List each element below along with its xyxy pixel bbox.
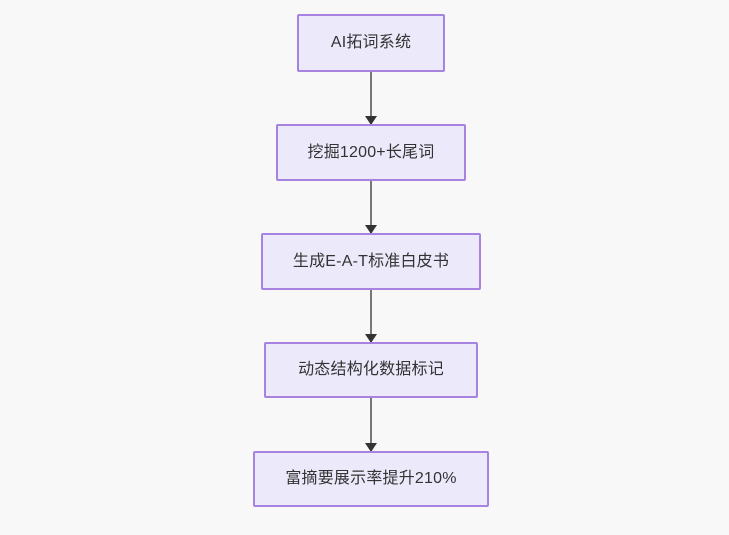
connector-line bbox=[370, 290, 372, 342]
connector-line bbox=[370, 398, 372, 451]
arrow-down-icon bbox=[365, 334, 377, 343]
flow-node[interactable]: 富摘要展示率提升210% bbox=[253, 451, 489, 507]
flow-node-label: 动态结构化数据标记 bbox=[298, 361, 444, 378]
arrow-down-icon bbox=[365, 225, 377, 234]
flow-node[interactable]: 挖掘1200+长尾词 bbox=[276, 124, 466, 181]
flow-node[interactable]: 生成E-A-T标准白皮书 bbox=[261, 233, 481, 290]
connector-line bbox=[370, 181, 372, 233]
flow-node-label: 富摘要展示率提升210% bbox=[285, 470, 457, 487]
connector-line bbox=[370, 72, 372, 124]
arrow-down-icon bbox=[365, 116, 377, 125]
flow-node[interactable]: 动态结构化数据标记 bbox=[264, 342, 478, 398]
flow-node-label: AI拓词系统 bbox=[330, 34, 412, 51]
flow-node[interactable]: AI拓词系统 bbox=[297, 14, 445, 72]
flow-node-label: 生成E-A-T标准白皮书 bbox=[292, 252, 450, 270]
arrow-down-icon bbox=[365, 443, 377, 452]
flow-node-label: 挖掘1200+长尾词 bbox=[307, 143, 435, 161]
